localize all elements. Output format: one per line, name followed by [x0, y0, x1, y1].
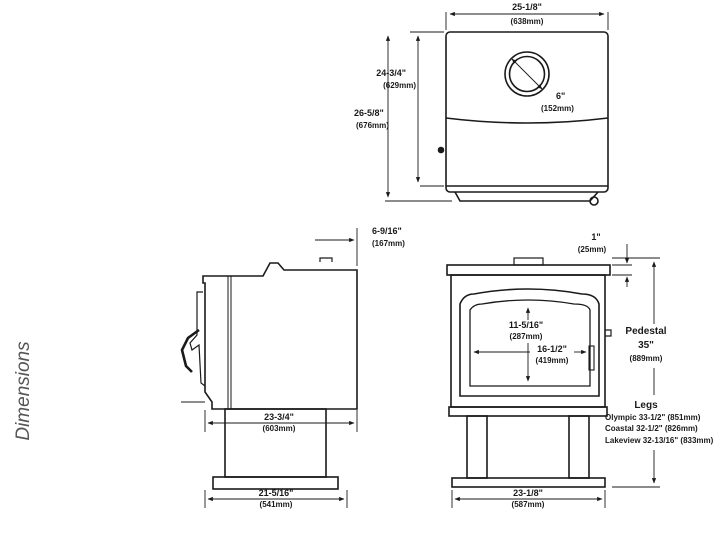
top-view-front-band: [445, 117, 609, 124]
front-view: [446, 257, 612, 488]
door-glass: [469, 299, 591, 387]
flue-collar-outer: [504, 51, 550, 97]
top-view: [437, 31, 609, 206]
legs-olympic: Olympic 33-1/2" (851mm): [605, 413, 701, 422]
legs-coastal: Coastal 32-1/2" (826mm): [605, 424, 698, 433]
side-view-dimension-lines: [204, 228, 358, 508]
front-view-right-leg: [568, 415, 590, 479]
total-depth-mm: (676mm): [356, 121, 389, 130]
top-view-handle: [437, 146, 445, 154]
legs-lakeview: Lakeview 32-13/16" (833mm): [605, 436, 714, 445]
door-frame: [459, 288, 600, 397]
top-view-dimension-lines: [385, 11, 609, 202]
base-depth-in: 21-5/16": [259, 488, 294, 498]
front-view-flue: [513, 257, 544, 266]
top-width-mm: (638mm): [511, 17, 544, 26]
top-width-in: 25-1/8": [512, 2, 542, 12]
base-depth-mm: (541mm): [260, 500, 293, 509]
top-view-body: [445, 31, 609, 193]
body-depth-mm: (603mm): [263, 424, 296, 433]
front-view-base-plate: [451, 477, 606, 488]
top-plate-mm: (25mm): [578, 245, 607, 254]
side-view-handle-spring: [180, 328, 200, 373]
side-view-base-plate: [212, 476, 339, 490]
flue-offset-in: 6-9/16": [372, 226, 402, 236]
flue-collar-inner: [508, 55, 546, 93]
flue-diameter-in: 6": [556, 91, 565, 101]
top-plate-in: 1": [591, 232, 600, 242]
base-width-in: 23-1/8": [513, 488, 543, 498]
front-view-left-leg: [466, 415, 488, 479]
top-depth-mm: (629mm): [383, 81, 416, 90]
pedestal-height-in: 35": [638, 340, 654, 351]
door-height-in: 11-5/16": [509, 320, 543, 330]
side-view-door-latch: [189, 291, 206, 387]
door-width-mm: (419mm): [536, 356, 569, 365]
door-height-mm: (287mm): [510, 332, 543, 341]
pedestal-height-mm: (889mm): [630, 354, 663, 363]
front-view-body: [450, 274, 606, 408]
top-view-base-lip: [454, 191, 599, 202]
side-view-body: [202, 262, 358, 410]
body-depth-in: 23-3/4": [264, 412, 294, 422]
front-view-dimension-lines: [451, 244, 660, 508]
door-width-in: 16-1/2": [537, 344, 567, 354]
front-view-top-plate: [446, 264, 611, 276]
total-depth-in: 26-5/8": [354, 108, 384, 118]
front-view-base-rail: [448, 406, 608, 417]
pedestal-label: Pedestal: [625, 326, 666, 337]
side-view: [180, 257, 358, 490]
top-view-wheel: [589, 196, 599, 206]
air-control-tab: [605, 329, 612, 337]
base-width-mm: (587mm): [512, 500, 545, 509]
side-view-flue: [319, 257, 333, 262]
flue-offset-mm: (167mm): [372, 239, 405, 248]
legs-label: Legs: [634, 400, 658, 411]
flue-diameter-mm: (152mm): [541, 104, 574, 113]
top-depth-in: 24-3/4": [376, 68, 406, 78]
door-handle: [588, 345, 595, 371]
